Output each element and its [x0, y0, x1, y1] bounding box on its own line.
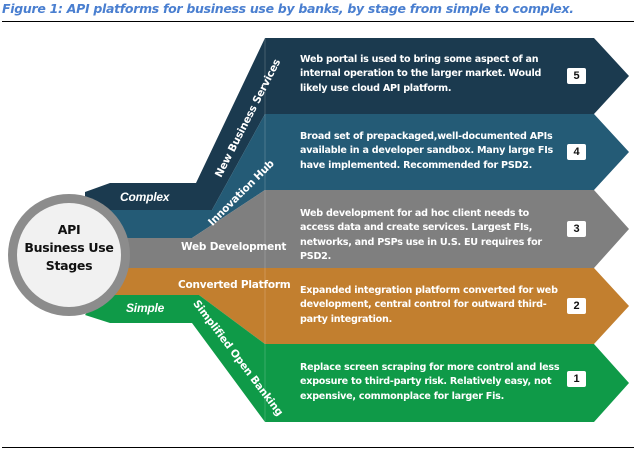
center-disc	[17, 203, 121, 307]
stage-4-description: Broad set of prepackaged,well-documented…	[300, 131, 553, 171]
complex-label: Complex	[120, 190, 170, 204]
bottom-rule	[2, 447, 634, 448]
center-title-line: Stages	[45, 258, 93, 273]
simple-label: Simple	[126, 301, 165, 315]
stage-1-description: Replace screen scraping for more control…	[300, 362, 560, 402]
center-title-line: Business Use	[24, 240, 114, 255]
stage-2-shape	[100, 268, 629, 344]
stage-2-number: 2	[567, 298, 586, 314]
stage-3-name: Web Development	[181, 241, 287, 253]
stage-5-description: Web portal is used to bring some aspect …	[300, 54, 542, 94]
top-rule	[2, 21, 634, 22]
center-title: API Business Use Stages	[19, 221, 119, 275]
stage-3-shape	[100, 190, 629, 268]
stage-4-shape	[100, 114, 629, 238]
stage-5-number: 5	[567, 68, 586, 84]
stage-3-number: 3	[567, 221, 586, 237]
figure-caption: Figure 1: API platforms for business use…	[2, 1, 574, 16]
stage-1-shape	[85, 295, 629, 422]
stage-3-description: Web development for ad hoc client needs …	[300, 208, 542, 262]
stage-2-description: Expanded integration platform converted …	[300, 285, 558, 325]
center-title-line: API	[57, 222, 81, 237]
stage-1-number: 1	[567, 371, 586, 387]
stage-2-name: Converted Platform	[178, 279, 291, 291]
stage-5-shape	[85, 38, 629, 210]
stage-4-number: 4	[567, 144, 586, 160]
